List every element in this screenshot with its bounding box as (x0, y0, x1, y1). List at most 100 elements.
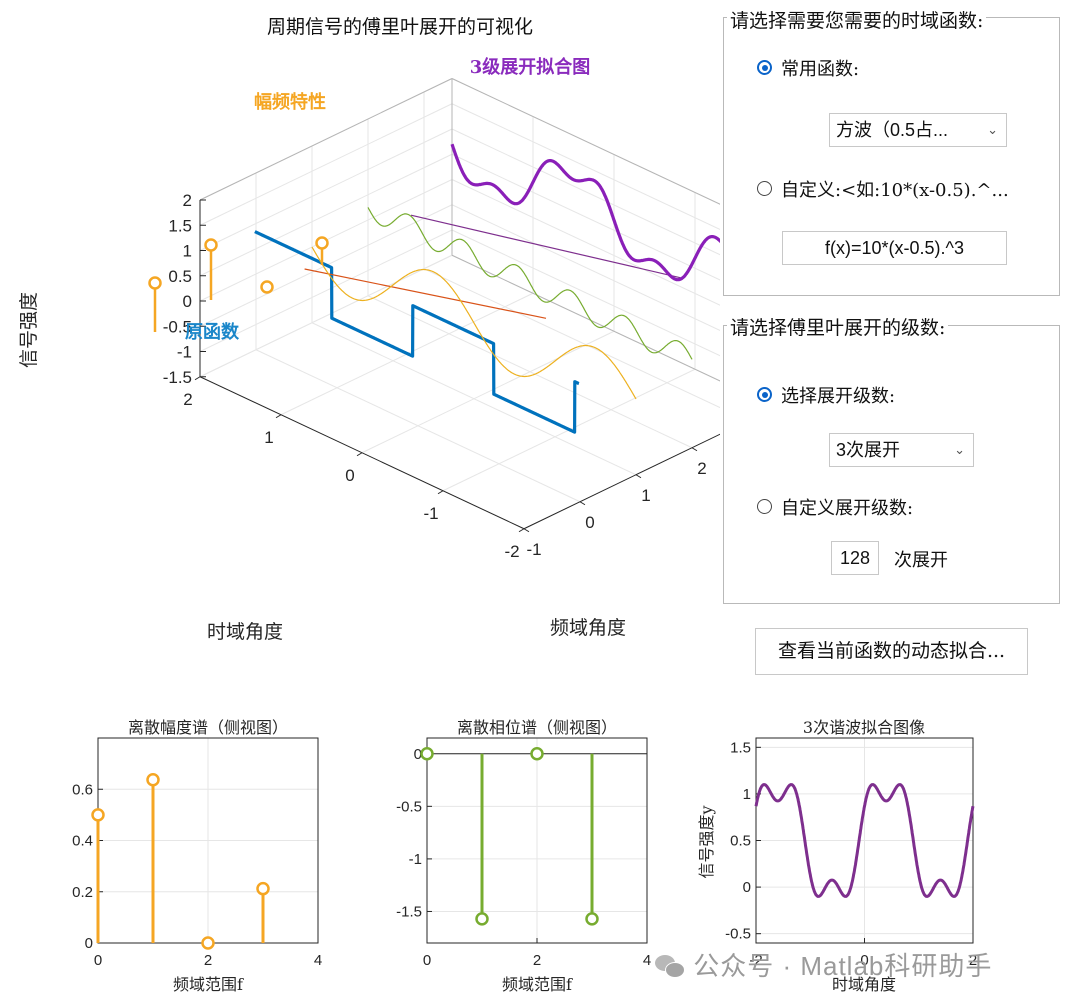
harmonic-0-line (304, 268, 547, 319)
x-tick-label: 2 (533, 952, 541, 969)
y-tick-label: 0 (743, 879, 751, 896)
custom-order-input[interactable]: 128 (831, 541, 879, 575)
annotation-original: 原函数 (185, 321, 240, 343)
grid-line (199, 254, 453, 378)
y-tick-label: 1.5 (730, 739, 751, 756)
phase-marker (585, 912, 599, 926)
x-tick (356, 452, 363, 457)
z-tick-label: 0 (183, 292, 192, 311)
x-axis-label: 频域范围f (173, 975, 244, 994)
y-tick (691, 447, 698, 452)
grid-line (199, 153, 453, 277)
x-tick-label: 0 (94, 952, 102, 969)
z-tick-label: 2 (183, 191, 192, 210)
custom-order-suffix: 次展开 (894, 550, 948, 571)
y-tick (579, 501, 586, 506)
harmonic-2-line (410, 214, 681, 279)
x-axis-label: 频域范围f (502, 975, 573, 994)
annotation-fit: 3级展开拟合图 (470, 56, 591, 78)
fit-curve (754, 783, 975, 898)
annotation-amplitude: 幅频特性 (254, 91, 326, 113)
z-tick-label: -1.5 (163, 368, 192, 387)
radio-custom-function[interactable] (757, 181, 772, 196)
y-tick-label: -1 (409, 851, 422, 868)
frame-line (199, 78, 453, 201)
y-tick-label: 0.4 (72, 833, 93, 850)
y-tick-label: 0.2 (72, 884, 93, 901)
y-tick (523, 528, 530, 533)
y-tick (635, 474, 642, 479)
z-tick-label: 0.5 (168, 267, 192, 286)
y-tick-label: -1 (526, 540, 541, 559)
amplitude-marker (146, 773, 160, 787)
z-axis-label: 信号强度 (18, 292, 40, 368)
chart-title: 离散幅度谱（侧视图） (128, 718, 288, 737)
y-tick-label: -0.5 (396, 798, 422, 815)
order-panel-title: 请选择傅里叶展开的级数: (727, 313, 949, 340)
radio-select-order[interactable] (757, 387, 772, 402)
x-tick-label: 2 (969, 952, 977, 969)
original-function-curve (253, 230, 581, 434)
phase-marker (475, 912, 489, 926)
amplitude-stem-marker (204, 238, 218, 252)
amplitude-stem-marker (148, 276, 162, 290)
wechat-icon (655, 953, 685, 979)
y-tick-label: 0 (85, 935, 93, 952)
x-tick (194, 376, 201, 381)
chevron-down-icon: ⌄ (954, 442, 965, 457)
amplitude-marker (256, 881, 270, 896)
z-tick-label: 1 (183, 242, 192, 261)
radio-common-label[interactable]: 常用函数: (781, 59, 860, 80)
radio-common-function[interactable] (757, 60, 772, 75)
z-tick-label: 1.5 (168, 216, 192, 235)
fit-curve (450, 143, 720, 282)
y-tick-label: -0.5 (725, 926, 751, 943)
radio-custom-label[interactable]: 自定义:<如:10*(x-0.5).^... (781, 180, 1009, 201)
x-tick-label: 0 (423, 952, 431, 969)
chevron-down-icon: ⌄ (987, 122, 998, 137)
y-tick-label: 0.5 (730, 833, 751, 850)
grid-line (199, 128, 453, 251)
view-dynamic-fit-button[interactable]: 查看当前函数的动态拟合... (755, 628, 1028, 675)
z-tick-label: -0.5 (163, 317, 192, 336)
grid-line (199, 229, 453, 352)
x-tick-label: 1 (264, 428, 273, 447)
y-tick-label: 2 (697, 459, 706, 478)
y-axis-label: 频域角度 (550, 617, 626, 639)
order-dropdown[interactable]: 3次展开 ⌄ (829, 433, 974, 467)
y-tick-label: 1 (743, 786, 751, 803)
radio-custom-order-label[interactable]: 自定义展开级数: (781, 498, 914, 519)
order-dropdown-value: 3次展开 (836, 440, 901, 460)
radio-select-order-label[interactable]: 选择展开级数: (781, 386, 896, 407)
x-tick-label: 2 (183, 390, 192, 409)
y-tick-label: -1.5 (396, 903, 422, 920)
main-plot-title: 周期信号的傅里叶展开的可视化 (267, 16, 533, 38)
x-tick (275, 414, 282, 419)
function-dropdown[interactable]: 方波（0.5占... ⌄ (829, 113, 1007, 147)
plot-curves (148, 143, 720, 434)
y-tick-label: 0 (585, 513, 594, 532)
x-tick-label: 2 (204, 952, 212, 969)
x-tick-label: -2 (504, 542, 519, 561)
formula-input[interactable]: f(x)=10*(x-0.5).^3 (782, 231, 1007, 265)
function-dropdown-value: 方波（0.5占... (836, 120, 949, 140)
chart-title: 3次谐波拟合图像 (803, 718, 925, 737)
x-tick (437, 490, 444, 495)
radio-custom-order[interactable] (757, 499, 772, 514)
frame-line (451, 254, 720, 382)
x-axis-label: 时域角度 (207, 621, 283, 643)
amplitude-marker (91, 808, 105, 822)
x-tick (518, 528, 525, 533)
x-tick-label: 0 (345, 466, 354, 485)
watermark: 公众号 · Matlab科研助手 (655, 946, 992, 983)
grid-line (199, 103, 453, 226)
z-tick-label: -1 (177, 343, 192, 362)
x-tick-label: -2 (749, 952, 762, 969)
amplitude-marker (201, 936, 215, 950)
x-tick-label: 0 (860, 952, 868, 969)
